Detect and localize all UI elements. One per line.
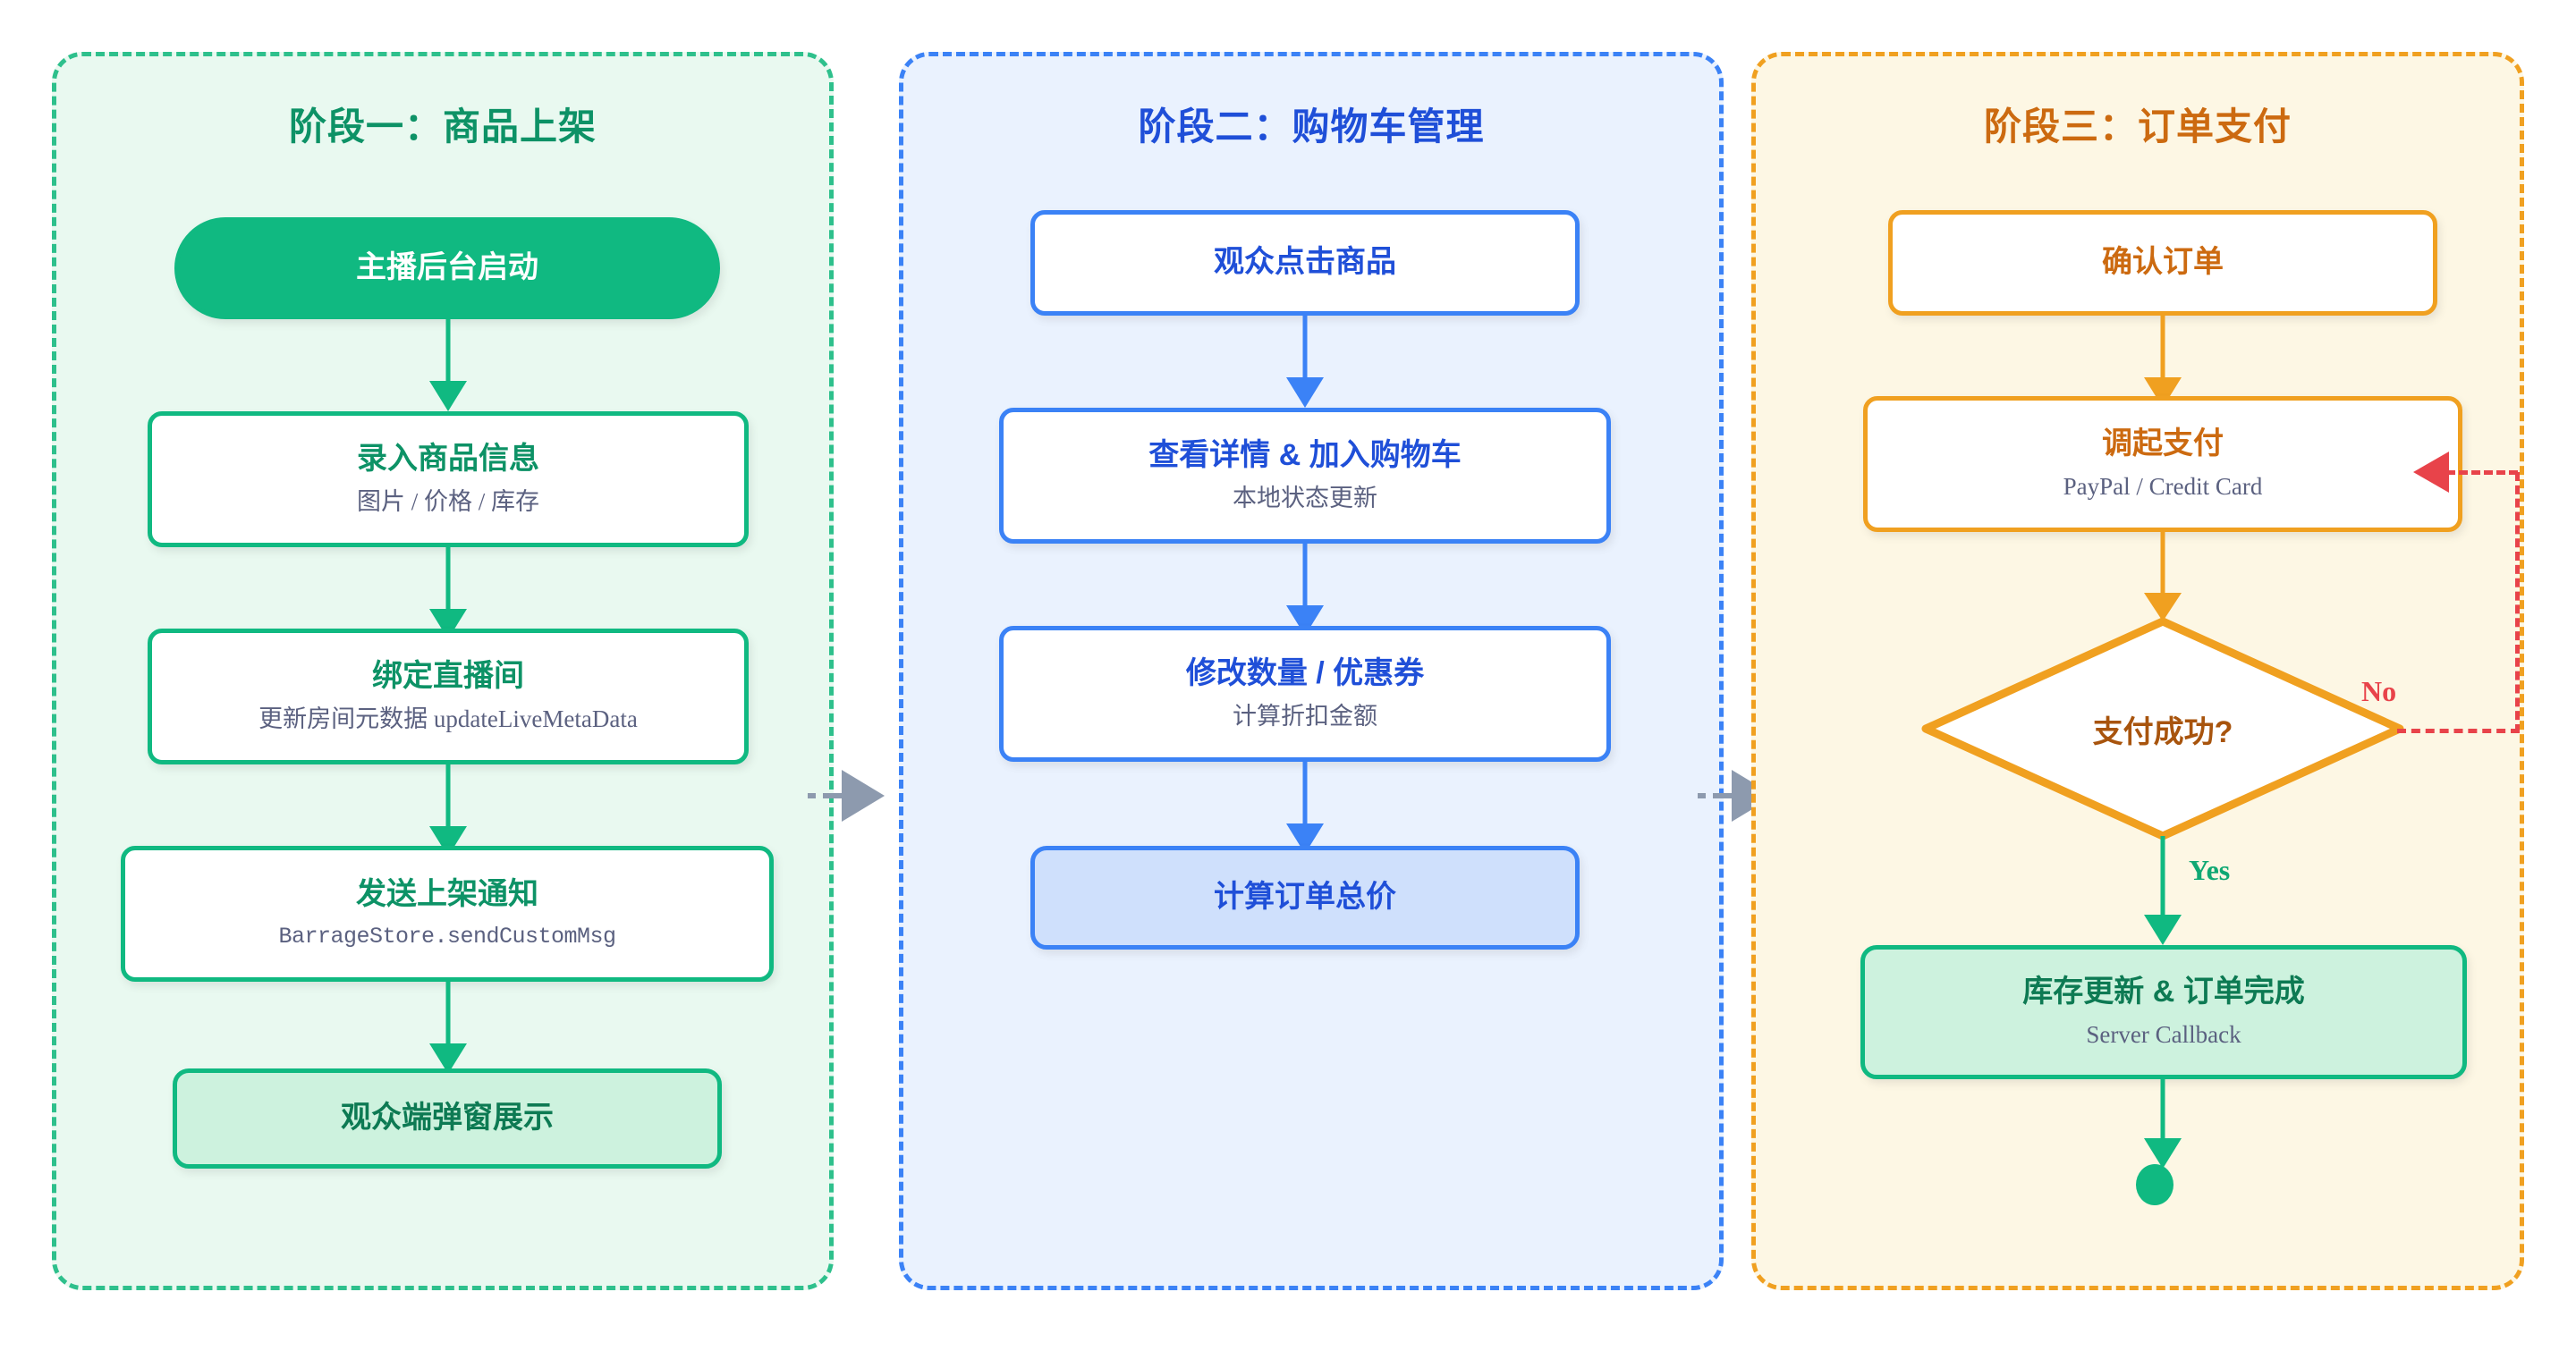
node-subtitle: 计算折扣金额 [1233,703,1377,730]
phase-connector-1-2 [808,764,924,827]
node-confirm-order[interactable]: 确认订单 [1888,210,2437,316]
node-subtitle: PayPal / Credit Card [2063,473,2263,501]
node-title: 绑定直播间 [372,659,524,694]
loop-segment-vertical [2515,472,2520,733]
node-end-terminator[interactable] [2136,1164,2174,1205]
node-subtitle: 图片 / 价格 / 库存 [356,488,539,516]
edge-notify-to-popup [429,982,467,1074]
edge-decision-no-loop: No [2361,447,2576,751]
node-viewer-click-product[interactable]: 观众点击商品 [1030,210,1580,316]
node-subtitle: BarrageStore.sendCustomMsg [278,923,616,950]
node-invoke-payment[interactable]: 调起支付 PayPal / Credit Card [1863,396,2462,532]
node-title: 修改数量 / 优惠券 [1185,656,1425,691]
node-title: 发送上架通知 [356,877,538,912]
node-send-listing-notice[interactable]: 发送上架通知 BarrageStore.sendCustomMsg [121,846,774,982]
node-title: 支付成功? [2092,714,2233,749]
node-bind-live-room[interactable]: 绑定直播间 更新房间元数据 updateLiveMetaData [148,629,749,764]
edge-detail-to-qty [1286,544,1324,636]
edge-label-no: No [2361,675,2397,707]
node-title: 计算订单总价 [1214,880,1396,915]
edge-input-to-bind [429,547,467,639]
edge-qty-to-total [1286,762,1324,854]
node-subtitle: Server Callback [2086,1021,2241,1049]
edge-pay-to-decision [2144,532,2182,621]
edge-start-to-input [429,319,467,411]
node-title: 库存更新 & 订单完成 [2022,975,2305,1009]
phase-title-3: 阶段三：订单支付 [1983,106,2292,148]
node-calc-order-total[interactable]: 计算订单总价 [1030,846,1580,950]
node-viewer-popup-display[interactable]: 观众端弹窗展示 [173,1068,722,1169]
node-payment-success-decision[interactable]: 支付成功? [1921,617,2404,840]
node-stock-update-order-complete[interactable]: 库存更新 & 订单完成 Server Callback [1860,945,2467,1079]
edge-bind-to-notify [429,764,467,857]
node-subtitle: 本地状态更新 [1233,485,1377,512]
node-enter-product-info[interactable]: 录入商品信息 图片 / 价格 / 库存 [148,411,749,547]
loop-arrow-head-icon [2413,452,2449,493]
node-title: 调起支付 [2102,426,2224,461]
edge-done-to-end [2144,1079,2182,1169]
phase-title-2: 阶段二：购物车管理 [1138,106,1485,148]
loop-segment-horizontal-top [2446,470,2518,475]
loop-segment-horizontal [2397,729,2520,733]
node-anchor-backend-start[interactable]: 主播后台启动 [174,217,720,319]
edge-click-to-detail [1286,316,1324,408]
edge-confirm-to-pay [2144,316,2182,408]
node-title: 录入商品信息 [357,442,539,477]
node-title: 观众点击商品 [1214,245,1396,280]
edge-decision-yes [2144,836,2182,945]
phase-title-1: 阶段一：商品上架 [288,106,597,148]
node-title: 查看详情 & 加入购物车 [1148,438,1462,473]
node-title: 观众端弹窗展示 [341,1101,554,1136]
node-title: 确认订单 [2102,245,2224,280]
node-subtitle: 更新房间元数据 updateLiveMetaData [258,705,638,733]
node-modify-qty-coupon[interactable]: 修改数量 / 优惠券 计算折扣金额 [999,626,1611,762]
edge-label-yes: Yes [2189,854,2231,886]
node-title: 主播后台启动 [356,250,538,285]
node-view-detail-add-cart[interactable]: 查看详情 & 加入购物车 本地状态更新 [999,408,1611,544]
